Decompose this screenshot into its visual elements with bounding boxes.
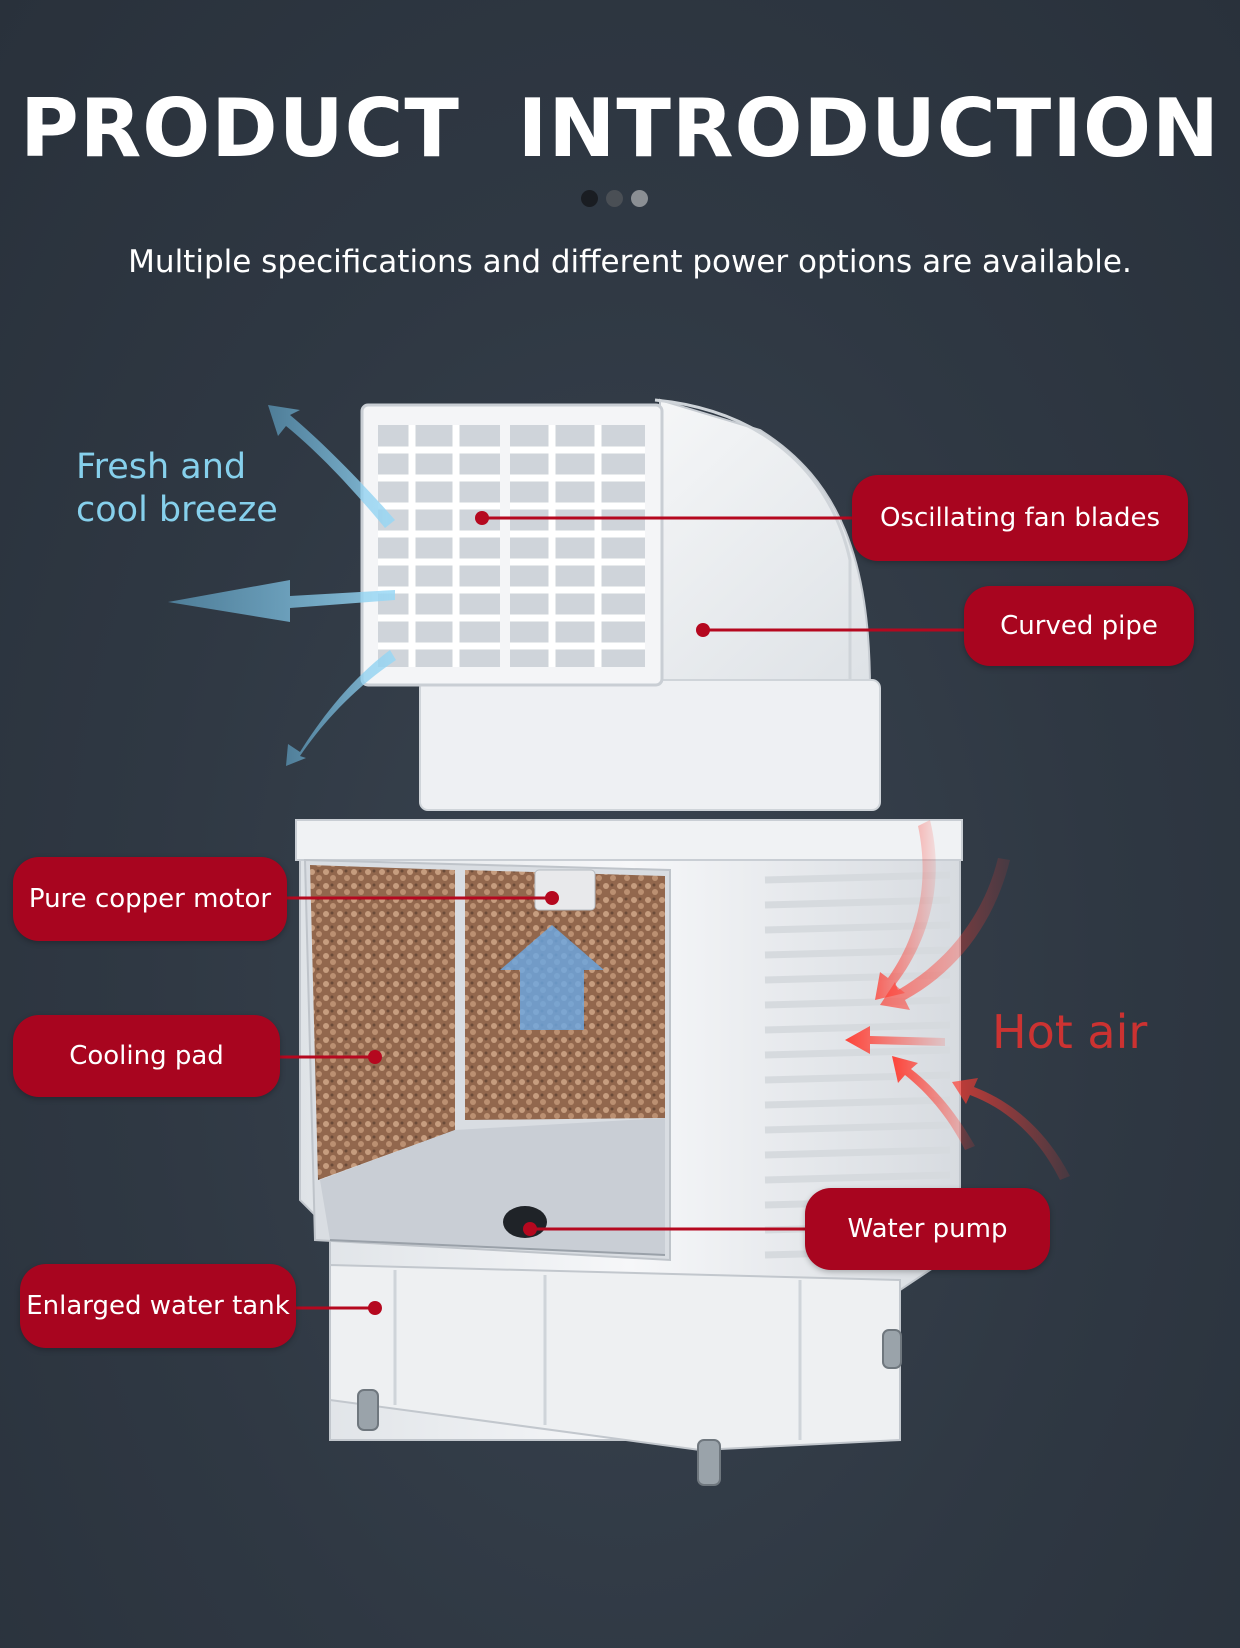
hot-air-label: Hot air xyxy=(992,1005,1148,1059)
fresh-air-label-line-2: cool breeze xyxy=(76,490,278,530)
fresh-air-label-line-1: Fresh and xyxy=(76,447,247,487)
callout-oscillating-fan-blades: Oscillating fan blades xyxy=(852,475,1188,561)
callout-lines xyxy=(280,511,965,1315)
hot-air-arrows xyxy=(845,820,1070,1180)
page-title: PRODUCT INTRODUCTION xyxy=(20,82,1220,175)
indicator-dot-1 xyxy=(581,190,598,207)
callout-water-pump: Water pump xyxy=(805,1188,1050,1270)
indicator-dot-3 xyxy=(631,190,648,207)
callout-enlarged-water-tank: Enlarged water tank xyxy=(20,1264,296,1348)
cooler-body xyxy=(295,819,963,1486)
callout-cooling-pad: Cooling pad xyxy=(13,1015,280,1097)
fresh-air-arrows xyxy=(168,405,396,766)
indicator-dot-2 xyxy=(606,190,623,207)
curved-pipe xyxy=(419,398,881,811)
callout-curved-pipe: Curved pipe xyxy=(964,586,1194,666)
fan-grille xyxy=(360,403,664,687)
page-subtitle: Multiple specifications and different po… xyxy=(128,244,1132,280)
callout-pure-copper-motor: Pure copper motor xyxy=(13,857,287,941)
fresh-air-label: Fresh and cool breeze xyxy=(76,446,278,532)
carousel-indicator xyxy=(581,190,661,210)
